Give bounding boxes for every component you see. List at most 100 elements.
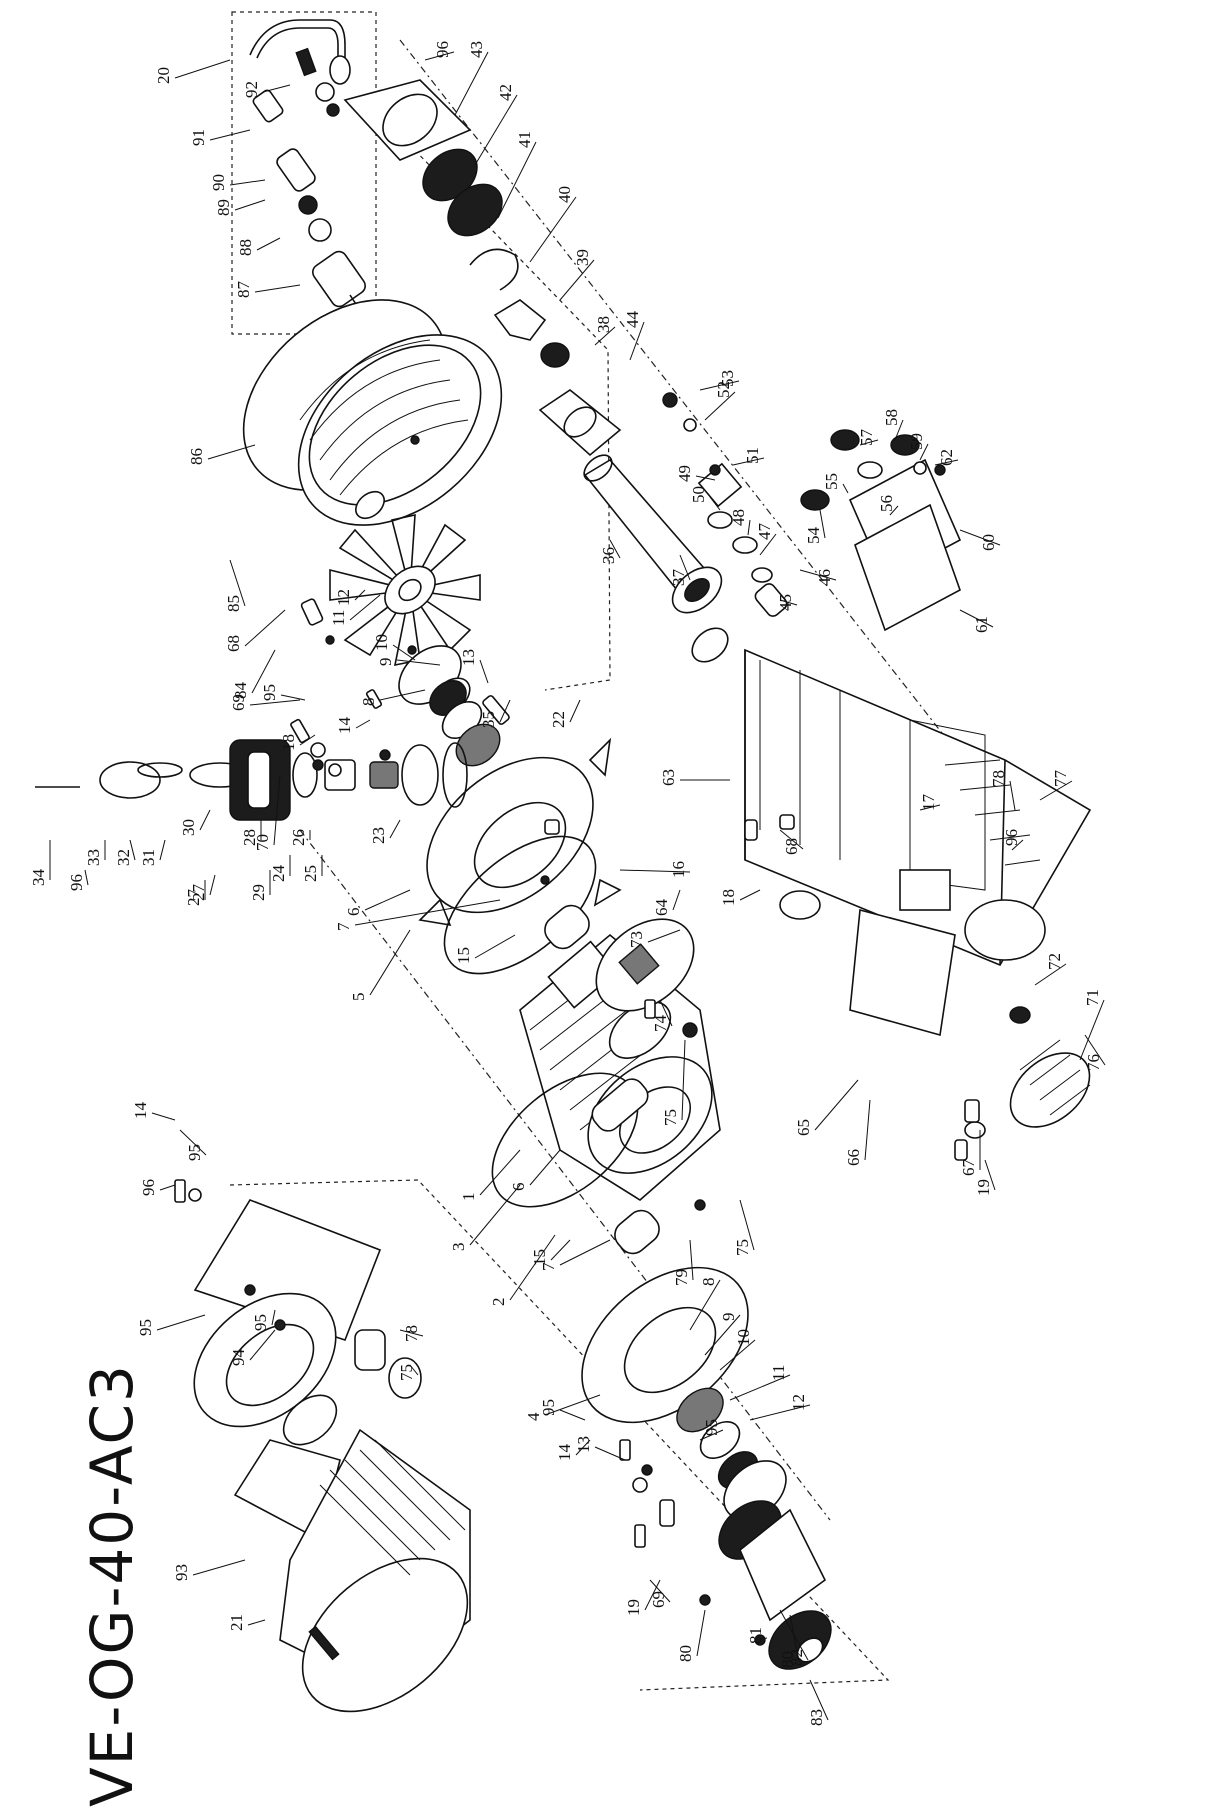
callout-number: 17 bbox=[919, 794, 938, 812]
callout-number: 95 bbox=[185, 1144, 204, 1161]
callout-leader bbox=[475, 935, 515, 958]
callout-number: 42 bbox=[496, 84, 515, 101]
callout-leader bbox=[157, 1315, 205, 1330]
callout-number: 12 bbox=[789, 1394, 808, 1411]
callout-number: 79 bbox=[672, 1269, 691, 1286]
callout-number: 8 bbox=[699, 1278, 718, 1287]
callout-number: 3 bbox=[449, 1243, 468, 1252]
sensor-assembly bbox=[250, 20, 368, 318]
callout-leader bbox=[390, 820, 400, 838]
callout-number: 50 bbox=[689, 486, 708, 503]
callout-leader bbox=[370, 930, 410, 995]
callout-leader bbox=[673, 890, 680, 910]
callout-number: 14 bbox=[131, 1102, 150, 1120]
callout-number: 41 bbox=[515, 131, 534, 148]
callout-leader bbox=[455, 52, 488, 115]
callout-leader bbox=[210, 130, 250, 140]
callout-number: 90 bbox=[209, 174, 228, 191]
callout-number: 64 bbox=[652, 899, 671, 917]
callout-leader bbox=[160, 1185, 175, 1190]
callout-leader bbox=[193, 1560, 245, 1575]
callout-number: 34 bbox=[29, 869, 48, 887]
callout-number: 15 bbox=[454, 947, 473, 964]
callout-number: 60 bbox=[979, 534, 998, 551]
callout-leader bbox=[175, 60, 230, 78]
callout-leader bbox=[245, 610, 285, 646]
callout-number: 38 bbox=[594, 316, 613, 333]
callout-leader bbox=[235, 200, 265, 210]
callout-number: 26 bbox=[289, 829, 308, 846]
callout-number: 69 bbox=[649, 1591, 668, 1608]
callout-number: 85 bbox=[224, 595, 243, 612]
callout-number: 20 bbox=[154, 67, 173, 84]
callout-number: 67 bbox=[959, 1159, 978, 1177]
callout-number: 19 bbox=[974, 1179, 993, 1196]
callout-leader bbox=[230, 180, 265, 185]
callout-number: 32 bbox=[114, 849, 133, 866]
callout-number: 96 bbox=[433, 41, 452, 58]
callout-number: 37 bbox=[669, 569, 688, 587]
electric-motor bbox=[235, 1385, 496, 1733]
callout-leader bbox=[281, 695, 305, 700]
callout-number: 11 bbox=[769, 1365, 788, 1381]
callout-number: 68 bbox=[224, 635, 243, 652]
callout-leader bbox=[200, 810, 210, 830]
callout-number: 95 bbox=[702, 1419, 721, 1436]
callout-number: 23 bbox=[369, 827, 388, 844]
callout-number: 96 bbox=[139, 1179, 158, 1196]
callout-leader bbox=[255, 285, 300, 292]
callout-number: 77 bbox=[1051, 770, 1070, 788]
callout-leader bbox=[570, 700, 580, 722]
callout-number: 96 bbox=[1002, 829, 1021, 846]
callout-number: 31 bbox=[139, 849, 158, 866]
callout-number: 84 bbox=[231, 682, 250, 700]
callout-number: 39 bbox=[573, 249, 592, 266]
callout-number: 2 bbox=[489, 1298, 508, 1307]
callout-number: 92 bbox=[242, 81, 261, 98]
callout-number: 95 bbox=[260, 684, 279, 701]
callout-number: 61 bbox=[972, 616, 991, 633]
callout-number: 91 bbox=[189, 129, 208, 146]
callout-number: 95 bbox=[136, 1319, 155, 1336]
callout-number: 29 bbox=[249, 884, 268, 901]
callout-number: 22 bbox=[549, 711, 568, 728]
callout-number: 54 bbox=[804, 527, 823, 545]
callout-number: 46 bbox=[815, 569, 834, 586]
callout-leader bbox=[815, 1080, 858, 1130]
callout-number: 13 bbox=[574, 1436, 593, 1453]
callout-number: 30 bbox=[179, 819, 198, 836]
callout-number: 63 bbox=[659, 769, 678, 786]
callout-number: 47 bbox=[755, 523, 774, 541]
coupling-bell-housing bbox=[168, 1200, 421, 1454]
callout-number: 21 bbox=[227, 1614, 246, 1631]
callout-number: 14 bbox=[335, 717, 354, 735]
callout-number: 36 bbox=[599, 547, 618, 564]
callout-number: 86 bbox=[187, 448, 206, 465]
callout-number: 58 bbox=[882, 409, 901, 426]
callout-number: 71 bbox=[1083, 989, 1102, 1006]
callout-number: 73 bbox=[627, 931, 646, 948]
callout-leader bbox=[257, 238, 280, 250]
callout-number: 94 bbox=[229, 1349, 248, 1367]
callout-leader bbox=[740, 890, 760, 900]
model-title: VE-OG-40-AC3 bbox=[78, 1367, 142, 1807]
exploded-view-diagram: VE-OG-40-AC3 bbox=[0, 0, 1226, 1733]
callout-number: 35 bbox=[479, 711, 498, 728]
callout-leader bbox=[356, 720, 370, 728]
callout-number: 65 bbox=[794, 1119, 813, 1136]
callout-number: 19 bbox=[624, 1599, 643, 1616]
callout-number: 59 bbox=[907, 433, 926, 450]
callout-number: 1 bbox=[459, 1193, 478, 1202]
callout-number: 57 bbox=[857, 429, 876, 447]
callout-number: 33 bbox=[84, 849, 103, 866]
callout-number: 27 bbox=[189, 884, 208, 902]
callout-number: 56 bbox=[877, 495, 896, 512]
callout-number: 78 bbox=[989, 770, 1008, 787]
callout-leader bbox=[697, 1610, 705, 1656]
callout-number: 49 bbox=[675, 465, 694, 482]
callout-number: 88 bbox=[236, 239, 255, 256]
callout-number: 43 bbox=[467, 41, 486, 58]
callout-number: 11 bbox=[329, 610, 348, 626]
callout-leader bbox=[365, 890, 410, 910]
callout-number: 76 bbox=[1084, 1054, 1103, 1071]
